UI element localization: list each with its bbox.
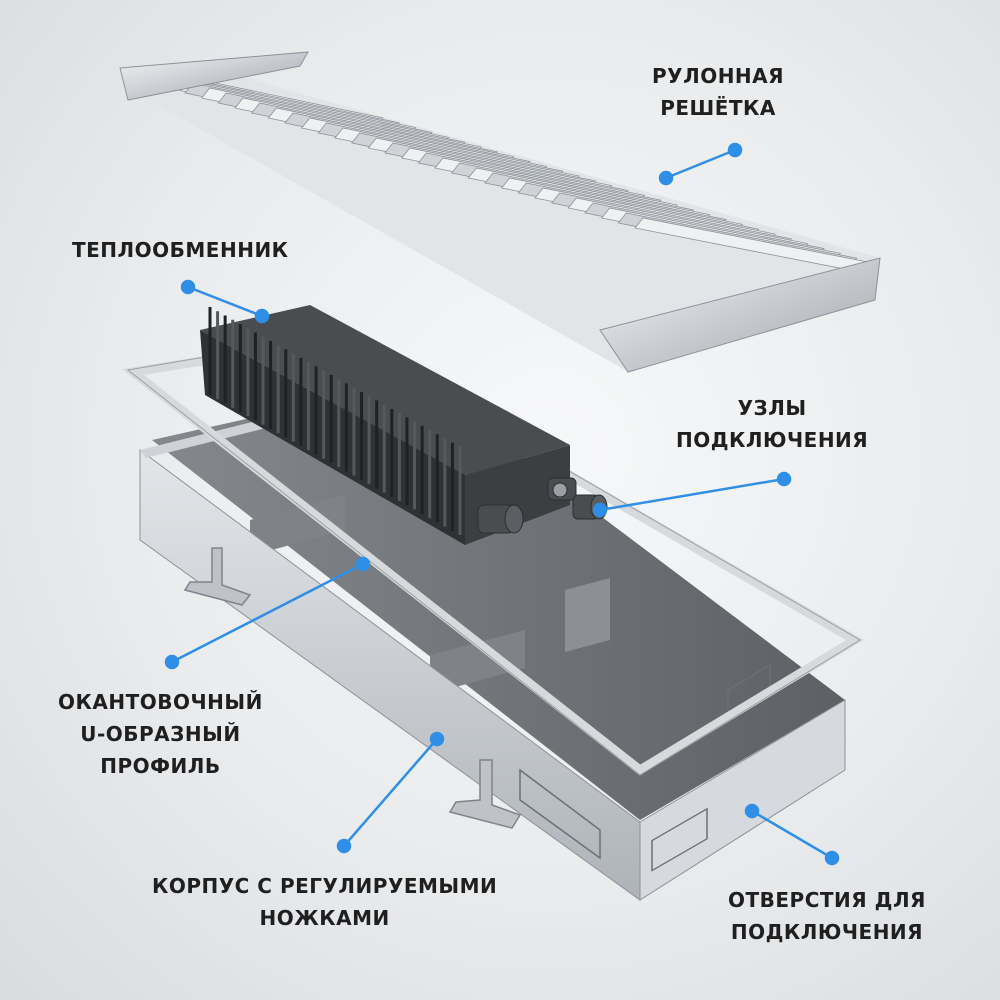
- label-edging-profile-line-3: ПРОФИЛЬ: [100, 754, 221, 778]
- label-housing: КОРПУС С РЕГУЛИРУЕМЫМИ НОЖКАМИ: [152, 870, 497, 934]
- label-edging-profile-line-1: ОКАНТОВОЧНЫЙ: [58, 690, 263, 714]
- label-housing-line-2: НОЖКАМИ: [259, 906, 390, 930]
- grille-slats: [134, 67, 874, 274]
- label-roll-grille: РУЛОННАЯ РЕШЁТКА: [652, 60, 784, 124]
- label-edging-profile-line-2: U-ОБРАЗНЫЙ: [80, 722, 241, 746]
- label-heat-exchanger-line-1: ТЕПЛООБМЕННИК: [72, 238, 289, 262]
- label-connection-holes-line-1: ОТВЕРСТИЯ ДЛЯ: [728, 888, 926, 912]
- label-roll-grille-line-1: РУЛОННАЯ: [652, 64, 785, 88]
- label-edging-profile: ОКАНТОВОЧНЫЙ U-ОБРАЗНЫЙ ПРОФИЛЬ: [58, 686, 263, 782]
- label-connection-holes-line-2: ПОДКЛЮЧЕНИЯ: [730, 920, 924, 944]
- callout-lines: [164, 142, 840, 866]
- exchanger-fins: [208, 307, 462, 535]
- label-connection-nodes-line-1: УЗЛЫ: [737, 396, 807, 420]
- label-heat-exchanger: ТЕПЛООБМЕННИК: [72, 234, 289, 266]
- label-connection-nodes-line-2: ПОДКЛЮЧЕНИЯ: [676, 428, 869, 452]
- label-housing-line-1: КОРПУС С РЕГУЛИРУЕМЫМИ: [152, 874, 498, 898]
- label-connection-holes: ОТВЕРСТИЯ ДЛЯ ПОДКЛЮЧЕНИЯ: [728, 884, 926, 948]
- roll-grille: [119, 48, 881, 373]
- adjustable-legs: [183, 547, 522, 829]
- label-roll-grille-line-2: РЕШЁТКА: [660, 96, 776, 120]
- label-connection-nodes: УЗЛЫ ПОДКЛЮЧЕНИЯ: [676, 392, 868, 456]
